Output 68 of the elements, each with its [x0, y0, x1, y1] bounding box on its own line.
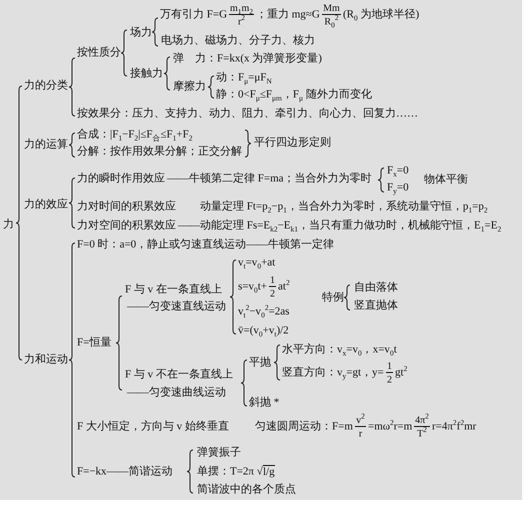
- formula-text: ——牛顿第二定律 F=ma；当合外力为零时: [167, 172, 372, 186]
- formula-text: F=0 时：a=0，静止或匀速直线运动——牛顿第一定律: [77, 238, 334, 252]
- fraction-denominator: 2: [269, 288, 276, 300]
- formula-text: F=恒量: [77, 336, 112, 350]
- formula-text: 电场力、磁场力、分子力、核力: [161, 34, 315, 48]
- fraction-numerator: v$^{2}$: [355, 415, 366, 427]
- formula-text: (R$_{0}$ 为地球半径): [343, 8, 420, 22]
- formula-text: =mω$^{2}$r=m: [368, 420, 412, 434]
- formula-text: 按效果分：压力、支持力、动力、阻力、牵引力、向心力、回复力……: [77, 108, 418, 120]
- formula-text: v$_{t}$$^{2}$−v$_{0}$$^{2}$=2as: [238, 306, 290, 318]
- fraction-denominator: T$^{2}$: [416, 428, 428, 440]
- formula-text: r=4π$^{2}$f$^{2}$mr: [432, 420, 476, 434]
- formula-text: F 与 v 不在一条直线上: [125, 368, 233, 382]
- formula-text: ——匀变速直线运动: [127, 300, 226, 314]
- fraction-numerator: 4π$^{2}$: [414, 415, 430, 427]
- formula-text: 力对空间的积累效应: [77, 220, 176, 232]
- formula-text: F$_{y}$=0: [387, 182, 409, 194]
- fraction-numerator: 1: [386, 361, 393, 373]
- formula-text: 力的效应: [24, 198, 68, 212]
- formula-text: 物体平衡: [424, 174, 468, 186]
- formula-text: 匀速圆周运动：F=m: [255, 420, 353, 434]
- radicand: l/g: [263, 465, 275, 479]
- fraction-numerator: Mm: [322, 3, 341, 15]
- formula-text: ——动能定理 Fs=E$_{k2}$−E$_{k1}$，当只有重力做功时，机械能守恒，E$_{1}$=E$_{2}$: [178, 220, 502, 232]
- formula-text: 力的分类: [24, 80, 68, 92]
- formula-text: 力对时间的积累效应: [77, 200, 176, 214]
- formula-text: ——匀变速曲线运动: [127, 386, 226, 400]
- formula-text: 自由落体: [354, 282, 398, 294]
- formula-text: 力和运动: [24, 354, 68, 366]
- fraction-numerator: m$_{1}$m$_{2}$: [229, 3, 254, 15]
- formula-text: 弹簧振子: [197, 446, 241, 460]
- formula-text: 力: [3, 218, 14, 232]
- fraction-denominator: r: [358, 428, 364, 440]
- fraction-denominator: r$^{2}$: [236, 16, 246, 28]
- formula-text: 场力: [130, 26, 152, 40]
- formula-text: 特例: [322, 292, 344, 304]
- formula-text: 摩擦力: [173, 80, 206, 94]
- formula-text: 竖直抛体: [354, 300, 398, 312]
- fraction-denominator: 2: [386, 374, 393, 386]
- formula-text: 平行四边形定则: [254, 136, 331, 150]
- formula-text: v̄=(v$_{0}$+v$_{t}$)/2: [238, 324, 289, 338]
- formula-text: F 与 v 在一条直线上: [125, 284, 222, 296]
- formula-text: F 大小恒定，方向与 v 始终垂直: [77, 420, 229, 434]
- formula-text: 水平方向：v$_{x}$=v$_{0}$，x=v$_{0}$t: [282, 344, 397, 356]
- formula-text: s=v$_{0}$t+: [238, 280, 267, 294]
- formula-text: 万有引力 F=G: [160, 8, 228, 22]
- formula-text: ；重力 mg≈G: [256, 8, 320, 22]
- formula-text: 力的运算: [24, 138, 68, 152]
- formula-text: 简谐波中的各个质点: [197, 484, 296, 496]
- formula-text: gt$^{2}$: [395, 366, 408, 380]
- formula-text: 弹 力：F=kx(x 为弹簧形变量): [173, 52, 322, 66]
- formula-text: at$^{2}$: [278, 280, 290, 294]
- formula-text: 单摆：T=2π √: [197, 466, 263, 478]
- formula-text: 分解：按作用效果分解；正交分解: [77, 146, 242, 158]
- formula-text: F$_{x}$=0: [387, 164, 409, 178]
- formula-text: 静：0<F$_{μ}$≤F$_{μm}$，F$_{μ}$ 随外力而变化: [216, 88, 372, 102]
- formula-text: 竖直方向：v$_{y}$=gt，y=: [282, 366, 384, 380]
- formula-text: 合成：|F$_{1}$−F$_{2}$|≤F$_{合}$≤F$_{1}$+F$_{2}$: [77, 128, 192, 142]
- formula-text: 动量定理 Ft=p$_{2}$−p$_{1}$，当合外力为零时，系统动量守恒，p$_{1}$=p$_{2}$: [200, 200, 488, 214]
- formula-text: v$_{t}$=v$_{0}$+at: [238, 256, 276, 270]
- formula-text: F=−kx——简谐运动: [77, 466, 173, 478]
- fraction-numerator: 1: [269, 275, 276, 287]
- formula-text: 斜抛 *: [249, 396, 280, 410]
- formula-text: 平抛: [249, 356, 271, 370]
- formula-text: 力的瞬时作用效应: [77, 172, 165, 186]
- formula-text: 接触力: [130, 68, 163, 80]
- formula-text: 按性质分: [77, 46, 121, 60]
- formula-text: 动：F$_{μ}$=μF$_{N}$: [216, 72, 272, 84]
